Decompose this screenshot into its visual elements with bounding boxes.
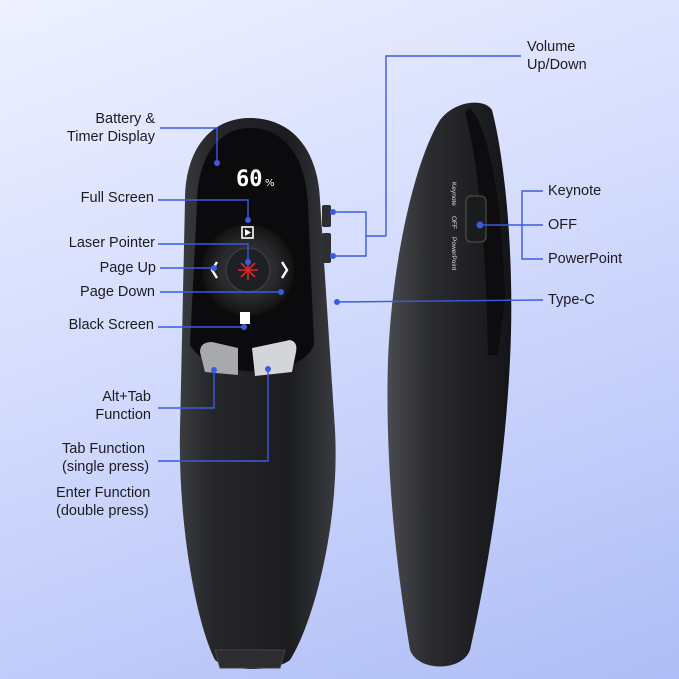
label-powerpoint: PowerPoint xyxy=(548,251,623,267)
label-full-screen: Full Screen xyxy=(80,190,154,206)
label-tab-function: Tab Function(single press) xyxy=(62,441,150,475)
battery-value: 60 xyxy=(236,167,263,192)
laser-icon xyxy=(238,260,258,280)
tab-enter-button[interactable] xyxy=(252,340,297,376)
switch-label-off: OFF xyxy=(450,216,457,229)
remote-front: 60 % xyxy=(179,118,336,669)
label-type-c: Type-C xyxy=(548,292,595,308)
label-black-screen: Black Screen xyxy=(68,317,154,333)
mode-switch[interactable] xyxy=(465,195,487,243)
label-off: OFF xyxy=(548,217,577,233)
full-screen-icon[interactable] xyxy=(241,226,254,239)
label-laser-pointer: Laser Pointer xyxy=(68,235,155,251)
alt-tab-button[interactable] xyxy=(200,342,238,375)
volume-down-button[interactable] xyxy=(322,233,331,263)
switch-label-powerpoint: PowerPoint xyxy=(450,237,457,270)
black-screen-icon[interactable] xyxy=(240,312,250,324)
leader-lines xyxy=(158,55,544,462)
label-page-up: Page Up xyxy=(99,260,156,276)
page-down-icon[interactable] xyxy=(280,261,289,279)
label-page-down: Page Down xyxy=(80,284,155,300)
battery-unit: % xyxy=(265,178,275,189)
leader-dots xyxy=(211,160,484,373)
label-battery: Battery &Timer Display xyxy=(66,111,155,145)
switch-label-keynote: Keynote xyxy=(450,182,457,206)
remote-side: Keynote OFF PowerPoint xyxy=(387,102,512,667)
label-enter-function: Enter Function(double press) xyxy=(56,485,151,519)
label-keynote: Keynote xyxy=(548,183,602,199)
volume-up-button[interactable] xyxy=(322,205,331,227)
